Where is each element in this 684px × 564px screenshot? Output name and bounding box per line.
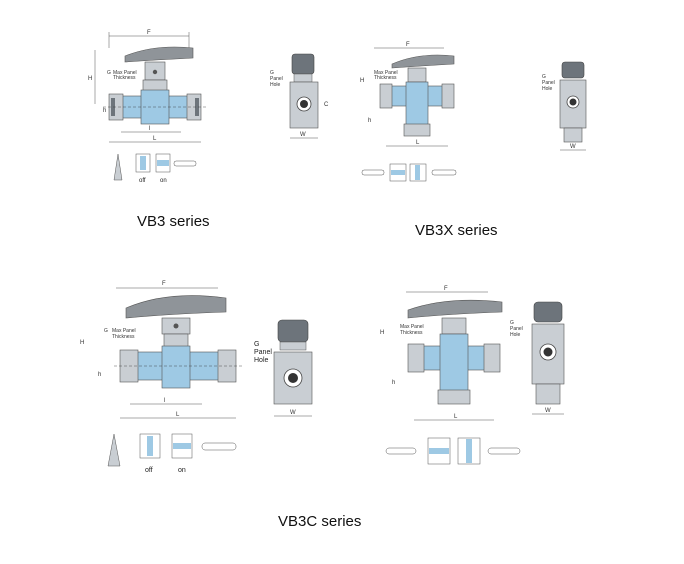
vb3c-3way-side-view: G Panel Hole W	[510, 301, 565, 415]
c-side-label-panel: Panel	[254, 349, 272, 356]
c-dim-l: L	[176, 412, 180, 418]
vb3c-3way-position-icons	[385, 437, 521, 465]
label-max-panel: Max Panel	[113, 70, 137, 76]
c-side-dim-w: W	[290, 410, 296, 416]
side-label-g: G	[270, 70, 274, 76]
c-dim-h: H	[80, 340, 84, 346]
c3-dim-f: F	[444, 286, 448, 292]
x-side-label-hole: Hole	[542, 86, 553, 92]
x-label-max-panel: Max Panel	[374, 70, 398, 76]
c3-dim-h: H	[380, 330, 384, 336]
c-dim-f: F	[162, 281, 166, 287]
dim-h: H	[88, 76, 92, 82]
dim-l-small: l	[149, 126, 150, 132]
c3-dim-h2: h	[392, 380, 395, 386]
c3-side-dim-w: W	[545, 408, 551, 414]
c-label-thickness: Thickness	[112, 334, 135, 340]
c-side-label-g: G	[254, 341, 259, 348]
x-side-dim-w: W	[570, 144, 576, 150]
dim-h2: h	[103, 108, 106, 114]
vb3-side-view: G Panel Hole W C	[270, 53, 329, 139]
caption-vb3x: VB3X series	[415, 222, 498, 239]
dim-l: L	[153, 136, 157, 142]
c-label-g: G	[104, 328, 108, 334]
x-label-thickness: Thickness	[374, 75, 397, 81]
vb3x-position-icons	[361, 163, 457, 182]
c-off-label: off	[145, 467, 153, 474]
vb3c-2way-side-view: G Panel Hole W	[254, 319, 313, 417]
vb3-front-view: F H Max Panel Thickness G l L h	[88, 30, 207, 143]
x-dim-h2: h	[368, 118, 371, 124]
vb3x-front-view: F Max Panel Thickness H L h	[360, 42, 455, 147]
vb3-position-icons: off on	[113, 153, 197, 184]
c-label-max-panel: Max Panel	[112, 328, 136, 334]
side-label-hole: Hole	[270, 82, 281, 88]
caption-vb3: VB3 series	[137, 213, 210, 230]
x-side-label-g: G	[542, 74, 546, 80]
x-dim-f: F	[406, 42, 410, 48]
x-side-label-panel: Panel	[542, 80, 555, 86]
c-dim-l-small: l	[164, 398, 165, 404]
side-label-panel: Panel	[270, 76, 283, 82]
c3-side-label-panel: Panel	[510, 326, 523, 332]
c3-side-label-g: G	[510, 320, 514, 326]
c-dim-h2: h	[98, 372, 101, 378]
vb3-off-label: off	[139, 178, 146, 184]
vb3c-2way-position-icons: off on	[107, 433, 237, 474]
side-dim-c: C	[324, 102, 329, 108]
c-side-label-hole: Hole	[254, 357, 269, 364]
side-dim-w: W	[300, 132, 306, 138]
vb3c-2way-front-view: F Max Panel Thickness G H l L h	[80, 281, 242, 419]
caption-vb3c: VB3C series	[278, 513, 362, 530]
c3-label-thickness: Thickness	[400, 330, 423, 336]
vb3-on-label: on	[160, 178, 167, 184]
x-dim-h: H	[360, 78, 364, 84]
label-thickness: Thickness	[113, 75, 136, 81]
c-on-label: on	[178, 467, 186, 474]
dim-f: F	[147, 30, 151, 36]
c3-side-label-hole: Hole	[510, 332, 521, 338]
c3-dim-l: L	[454, 414, 458, 420]
x-dim-l: L	[416, 140, 420, 146]
c3-label-max-panel: Max Panel	[400, 324, 424, 330]
label-g: G	[107, 70, 111, 76]
vb3x-side-view: G Panel Hole W	[542, 61, 587, 151]
vb3c-3way-front-view: F Max Panel Thickness H L h	[380, 286, 503, 421]
